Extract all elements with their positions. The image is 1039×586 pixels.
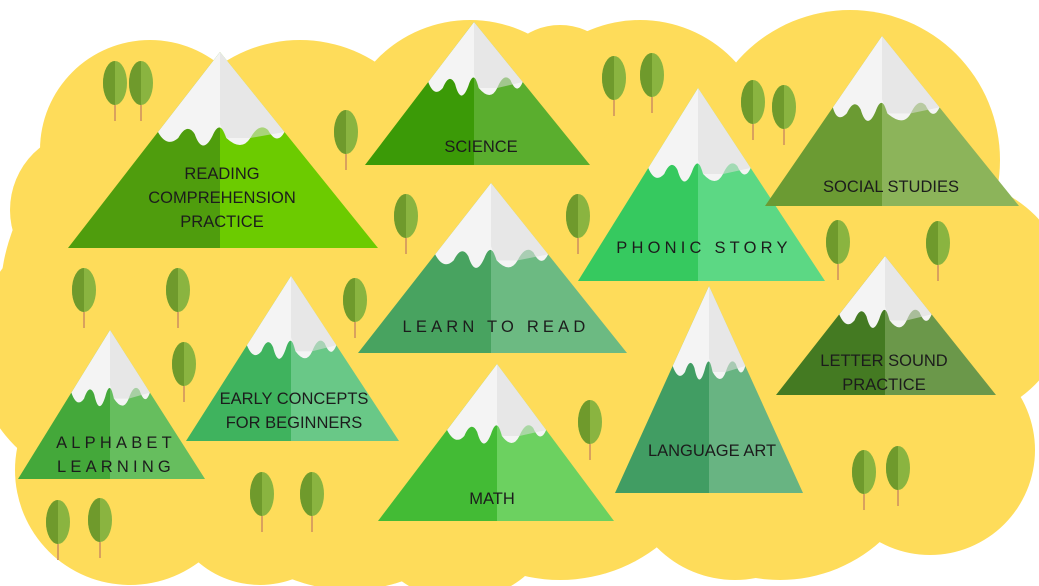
mountain-label: LEARN TO READ <box>403 318 590 336</box>
tree <box>46 500 70 560</box>
snow-cap-shade <box>882 36 940 114</box>
tree <box>772 85 796 145</box>
mountains: READING COMPREHENSION PRACTICE SCIENCE PHONI… <box>18 22 1019 521</box>
mountain-alphabet-learning[interactable]: ALPHABET LEARNING <box>18 330 205 479</box>
tree <box>88 498 112 558</box>
mountain-face-right <box>474 22 590 165</box>
tree <box>72 268 96 328</box>
mountain-label: EARLY CONCEPTS <box>220 390 369 408</box>
tree <box>250 472 274 532</box>
snow-cap-shade <box>474 22 523 89</box>
mountain-label: PRACTICE <box>842 376 925 394</box>
snow-cap-shade <box>497 364 547 436</box>
tree <box>300 472 324 532</box>
mountain-label: COMPREHENSION <box>148 189 296 207</box>
tree <box>129 61 153 121</box>
snow-cap-shade <box>110 330 150 399</box>
tree <box>886 446 910 506</box>
mountain-face-left <box>615 286 709 493</box>
mountain-early-concepts[interactable]: EARLY CONCEPTS FOR BEGINNERS <box>186 276 399 441</box>
mountain-face-right <box>882 36 1019 206</box>
tree <box>741 80 765 140</box>
mountain-face-left <box>578 88 698 281</box>
mountain-label: SCIENCE <box>444 138 517 156</box>
mountain-label: LETTER SOUND <box>820 352 948 370</box>
tree <box>394 194 418 254</box>
mountain-face-right <box>885 256 996 395</box>
tree <box>826 220 850 280</box>
mountain-face-left <box>358 183 491 353</box>
tree <box>926 221 950 281</box>
mountain-label: ALPHABET <box>56 434 176 452</box>
mountain-learn-to-read[interactable]: LEARN TO READ <box>358 183 627 353</box>
tree <box>166 268 190 328</box>
tree <box>334 110 358 170</box>
tree <box>602 56 626 116</box>
trees <box>46 53 950 560</box>
mountain-label: PHONIC STORY <box>616 239 791 257</box>
mountain-letter-sound[interactable]: LETTER SOUND PRACTICE <box>776 256 996 395</box>
mountain-social-studies[interactable]: SOCIAL STUDIES <box>765 36 1019 206</box>
tree <box>578 400 602 460</box>
mountain-label: LANGUAGE ART <box>648 442 776 460</box>
snow-cap-shade <box>220 52 285 138</box>
snow-cap-shade <box>491 183 549 261</box>
mountain-label: LEARNING <box>57 458 175 476</box>
mountain-face-right <box>709 286 803 493</box>
tree <box>852 450 876 510</box>
mountain-label: PRACTICE <box>180 213 263 231</box>
snow-cap-shade <box>698 88 751 174</box>
mountain-reading-comprehension[interactable]: READING COMPREHENSION PRACTICE <box>68 52 378 248</box>
mountain-label: READING <box>184 165 259 183</box>
snow-cap-shade <box>885 256 932 321</box>
mountain-face-right <box>291 276 399 441</box>
mountain-science[interactable]: SCIENCE <box>365 22 590 165</box>
mountain-label: SOCIAL STUDIES <box>823 178 959 196</box>
snow-cap-shade <box>291 276 337 352</box>
tree <box>172 342 196 402</box>
mountain-label: FOR BEGINNERS <box>226 414 363 432</box>
snow-cap-shade <box>709 286 746 372</box>
mountain-label: MATH <box>469 490 515 508</box>
mountain-phonic-story[interactable]: PHONIC STORY <box>578 88 825 281</box>
tree <box>343 278 367 338</box>
mountain-math[interactable]: MATH <box>378 364 614 521</box>
tree <box>103 61 127 121</box>
tree <box>640 53 664 113</box>
mountain-language-art[interactable]: LANGUAGE ART <box>615 286 803 493</box>
tree <box>566 194 590 254</box>
